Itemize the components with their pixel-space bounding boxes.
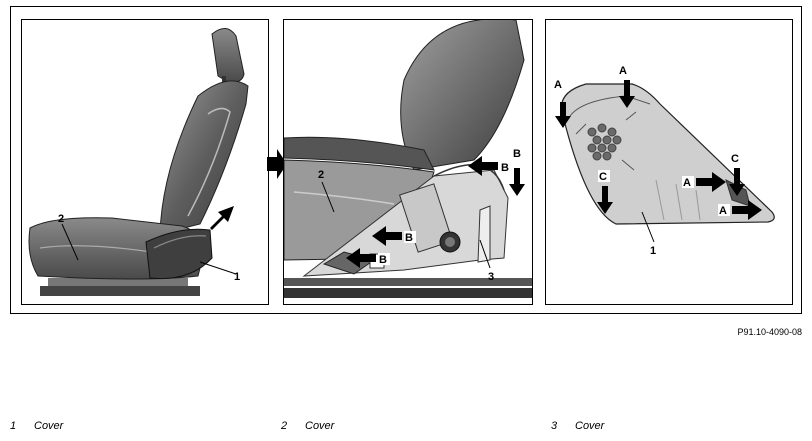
legend-number: 2 [281, 420, 288, 432]
callout-2: 2 [318, 169, 324, 181]
legend-number: 1 [10, 420, 17, 432]
legend-item: 3 Cover [551, 420, 604, 432]
legend-item: 1 Cover [10, 420, 63, 432]
transition-arrow-icon [267, 149, 287, 179]
side-cover-illustration: B B B B 2 3 [284, 20, 532, 298]
cover-part-illustration: A A A A C C 1 [553, 64, 775, 257]
arrow-label-b-4: B [379, 254, 387, 266]
callout-1: 1 [234, 271, 240, 283]
legend-number: 3 [551, 420, 558, 432]
arrow-label-a-3: A [683, 177, 691, 189]
panel-side-detail: B B B B 2 3 [283, 19, 533, 305]
figure-reference: P91.10-4090-08 [737, 327, 802, 337]
arrow-label-a-4: A [719, 205, 727, 217]
legend-item: 2 Cover [281, 420, 334, 432]
legend-text: Cover [34, 420, 64, 432]
figure-frame: 2 1 [10, 6, 802, 314]
arrow-label-b-1: B [513, 148, 521, 160]
callout-3: 3 [488, 271, 494, 283]
arrow-label-b-2: B [501, 162, 509, 174]
legend-text: Cover [575, 420, 605, 432]
seat-illustration: 2 1 [28, 28, 249, 296]
arrow-label-c-1: C [599, 171, 607, 183]
panel-cover-part: A A A A C C 1 [545, 19, 793, 305]
arrow-label-c-2: C [731, 153, 739, 165]
arrow-label-b-3: B [405, 232, 413, 244]
callout-2: 2 [58, 213, 64, 225]
panel-seat-overview: 2 1 [21, 19, 269, 305]
legend-text: Cover [305, 420, 335, 432]
callout-1: 1 [650, 245, 656, 257]
arrow-label-a-2: A [619, 65, 627, 77]
arrow-label-a-1: A [554, 79, 562, 91]
